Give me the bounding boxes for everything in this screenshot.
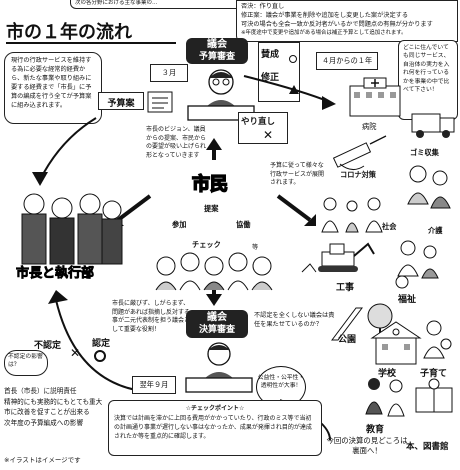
budget-review-line: 予算審査 [198, 52, 235, 62]
childcare-label: 子育て [420, 369, 448, 379]
march-label: ３月 [150, 64, 188, 82]
council-member-illustration [187, 69, 255, 121]
education-label: 教育 [366, 425, 385, 435]
vote-result-info-box: 否決：作り直し 修正案：議会が事業を削除や追加をし変更した案が決定する 可決の場… [236, 0, 458, 42]
park-illustration [331, 303, 393, 341]
etc-label: 等 [252, 244, 259, 251]
council-line: 議会 [207, 39, 227, 50]
check-point-box: ☆チェックポイント☆ 決算では計画を滞かに上回る費用がかかっていたり、行政のミス… [108, 400, 322, 456]
budget-document-icon [147, 91, 173, 113]
citizens-label: 市民 [191, 173, 229, 196]
title-underline [6, 42, 176, 44]
school-illustration [370, 321, 422, 365]
mayor-duty-list: 首長（市長）に説明責任 精神的にも実務的にもとても重大 市に改善を促すことが出来… [4, 386, 124, 428]
library-illustration [415, 378, 453, 413]
info-line: 否決：作り直し [241, 3, 285, 10]
amend-label: 修正 [261, 73, 280, 83]
cooperate-label: 協働 [236, 220, 251, 229]
welfare-label: 福祉 [398, 295, 417, 305]
council-responsibility-note: 不認定を全くしない議会は責任を果たせているのか？ [254, 312, 335, 328]
settlement-note: 市長に厳びず、しがらまず、問題があれば指摘し反対する事が二元代表制を担う議会とし… [112, 300, 191, 334]
excavator-illustration [301, 242, 375, 273]
verify-note: 今回の決算の見どころは裏面へ！ [326, 436, 408, 455]
next-year-label: 翌年９月 [132, 376, 176, 394]
redo-label: やり直し [241, 117, 276, 127]
redo-panel: やり直し ✕ [238, 112, 288, 144]
circle-icon [289, 55, 297, 63]
info-line: ※年度途中で変更や追加がある場合は補正予算として追加されます。 [241, 29, 407, 36]
council-line: 議会 [207, 312, 227, 323]
check-label: チェック [192, 240, 221, 249]
council-budget-review-banner: 議会 予算審査 [186, 38, 248, 64]
social-label: 社会 [382, 222, 397, 231]
approve-settlement-label: 認定 [92, 339, 111, 349]
duty-line: 市に改善を促すことが出来る [4, 408, 90, 417]
student-illustration [365, 378, 405, 417]
mayor-label: 市長と執行部 [16, 266, 95, 282]
approve-label: 賛成 [261, 50, 280, 60]
budget-note-left: 現行の行政サービスを維持する為に必要な経常的経費から、新たな事業や取り組みに要す… [4, 52, 102, 124]
covid-label: コロナ対策 [340, 170, 376, 179]
circle-icon [94, 350, 106, 362]
duty-line: 精神的にも実務的にもとても重大 [4, 397, 103, 406]
syringe-illustration [332, 135, 387, 170]
hospital-illustration [349, 77, 401, 117]
info-line: 修正案：議会が事業を削除や追加をし変更した案が決定する [241, 11, 409, 19]
garbage-label: ゴミ収集 [410, 148, 439, 157]
year-label: ４月からの１年 [316, 52, 378, 70]
participate-label: 参加 [172, 220, 187, 229]
page-title: 市の１年の流れ [6, 22, 132, 43]
park-label: 公園 [338, 335, 357, 345]
garbage-truck-illustration [411, 113, 455, 138]
council-settlement-illustration [185, 342, 253, 393]
budget-proposal-label: 予算案 [98, 92, 144, 110]
duty-line: 次年度の予算編成への影響 [4, 418, 84, 427]
council-settlement-banner: 議会 決算審査 [186, 310, 248, 338]
check-point-body: 決算では計画を滞かに上回る費用がかかっていたり、行政のミス等で当初の計画通り事業… [114, 415, 312, 440]
cross-icon: ✕ [70, 346, 81, 360]
note-right: どこに住んでいても同じサービス、自治体の実力を入れ何を行っているかを事業の中で比… [398, 40, 458, 120]
disapproval-impact-bubble: 不認定の影響は？ [4, 350, 48, 376]
hospital-label: 病院 [362, 122, 377, 131]
citizens-crowd-illustration [155, 252, 273, 291]
childcare-illustration [423, 320, 452, 359]
disapprove-label: 不認定 [34, 341, 62, 351]
welfare-illustration [395, 240, 439, 289]
service-note: 予算に従って様々な行政サービスが展開されます。 [270, 162, 325, 187]
duty-line: 首長（市長）に説明責任 [4, 387, 77, 395]
info-line: 可決の場合も全会一致か反対者がいるかで問題点の有無が分かります [241, 20, 433, 28]
care-label: 介護 [428, 226, 443, 235]
mayor-group-illustration [21, 193, 123, 265]
elderly-illustration [407, 165, 451, 209]
illustration-note: ※イラストはイメージです [4, 456, 81, 464]
construction-label: 工事 [336, 283, 355, 293]
settlement-review-line: 決算審査 [198, 325, 235, 335]
citizen-note: 市長のビジョン、議員からの提案、市民からの要望が吸い上げられ形となっていきます [146, 126, 207, 160]
school-label: 学校 [378, 369, 397, 379]
check-point-title: ☆チェックポイント☆ [185, 405, 245, 412]
propose-label: 提案 [204, 204, 219, 213]
family-illustration [321, 197, 383, 233]
library-label: 本、図書館 [406, 442, 449, 452]
cross-icon: ✕ [263, 128, 274, 142]
